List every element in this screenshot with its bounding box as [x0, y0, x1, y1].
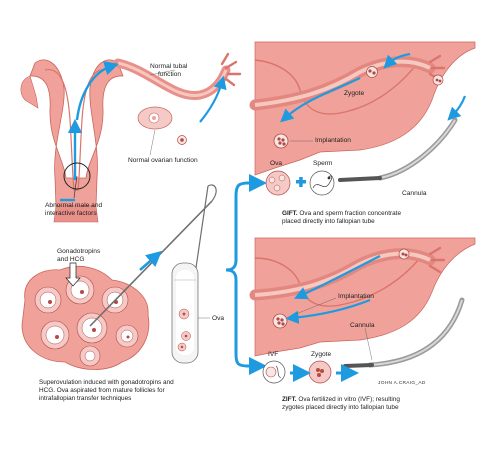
caption-superovulation-line1: Superovulation induced with gonadotropin… — [39, 379, 174, 386]
bracket — [225, 181, 267, 375]
gift-uterus — [249, 41, 476, 182]
caption-gift-line2: placed directly into fallopian tube — [282, 218, 375, 225]
caption-zift-line1: Ova fertilized in vitro (IVF); resulting — [298, 396, 400, 403]
down-arrow-outline-icon — [65, 262, 81, 287]
test-tube — [171, 262, 210, 364]
zift-uterus — [249, 237, 476, 368]
caption-zift-bold: ZIFT. — [282, 396, 297, 403]
label-ova-top: Ova — [270, 160, 283, 167]
label-zygote-top: Zygote — [344, 90, 365, 97]
caption-gift: GIFT. Ova and sperm fraction concentrate… — [282, 210, 472, 226]
caption-zift: ZIFT. Ova fertilized in vitro (IVF); res… — [282, 396, 474, 412]
label-gonadotropins-2: and HCG — [57, 256, 85, 263]
caption-superovulation-line2: HCG. Ova aspirated from mature follicles… — [39, 387, 165, 394]
label-normal-ovarian: Normal ovarian function — [128, 157, 198, 164]
label-abnormal-1: Abnormal male and — [45, 202, 103, 209]
label-gonadotropins-1: Gonadotropins — [57, 248, 101, 255]
label-cannula-top: Cannula — [402, 190, 427, 197]
zift-components — [262, 360, 359, 384]
label-ova-tube: Ova — [212, 315, 225, 322]
label-normal-tubal: Normal tubal — [150, 63, 188, 70]
label-function: function — [158, 71, 182, 78]
superovulated-ovary — [21, 184, 217, 370]
label-sperm: Sperm — [313, 160, 333, 167]
uterus-normal — [20, 52, 242, 223]
artist-signature: JOHN A.CRAIG_AD — [378, 381, 426, 386]
label-implantation-bottom: Implantation — [338, 293, 374, 300]
caption-superovulation-line3: intrafallopian transfer techniques — [39, 395, 132, 402]
caption-gift-bold: GIFT. — [282, 210, 298, 217]
label-cannula-bottom: Cannula — [350, 322, 375, 329]
label-abnormal-2: interactive factors — [45, 210, 97, 217]
caption-zift-line2: zygotes placed directly into fallopian t… — [282, 404, 399, 411]
label-zygote-bottom: Zygote — [311, 351, 332, 358]
label-implantation-top: Implantation — [315, 137, 351, 144]
gift-components — [265, 170, 335, 196]
caption-gift-line1: Ova and sperm fraction concentrate — [299, 210, 401, 217]
label-ivf: IVF — [268, 351, 279, 358]
plus-icon — [296, 177, 306, 187]
caption-superovulation: Superovulation induced with gonadotropin… — [39, 379, 239, 403]
spiral-sperm-icon — [312, 175, 333, 189]
